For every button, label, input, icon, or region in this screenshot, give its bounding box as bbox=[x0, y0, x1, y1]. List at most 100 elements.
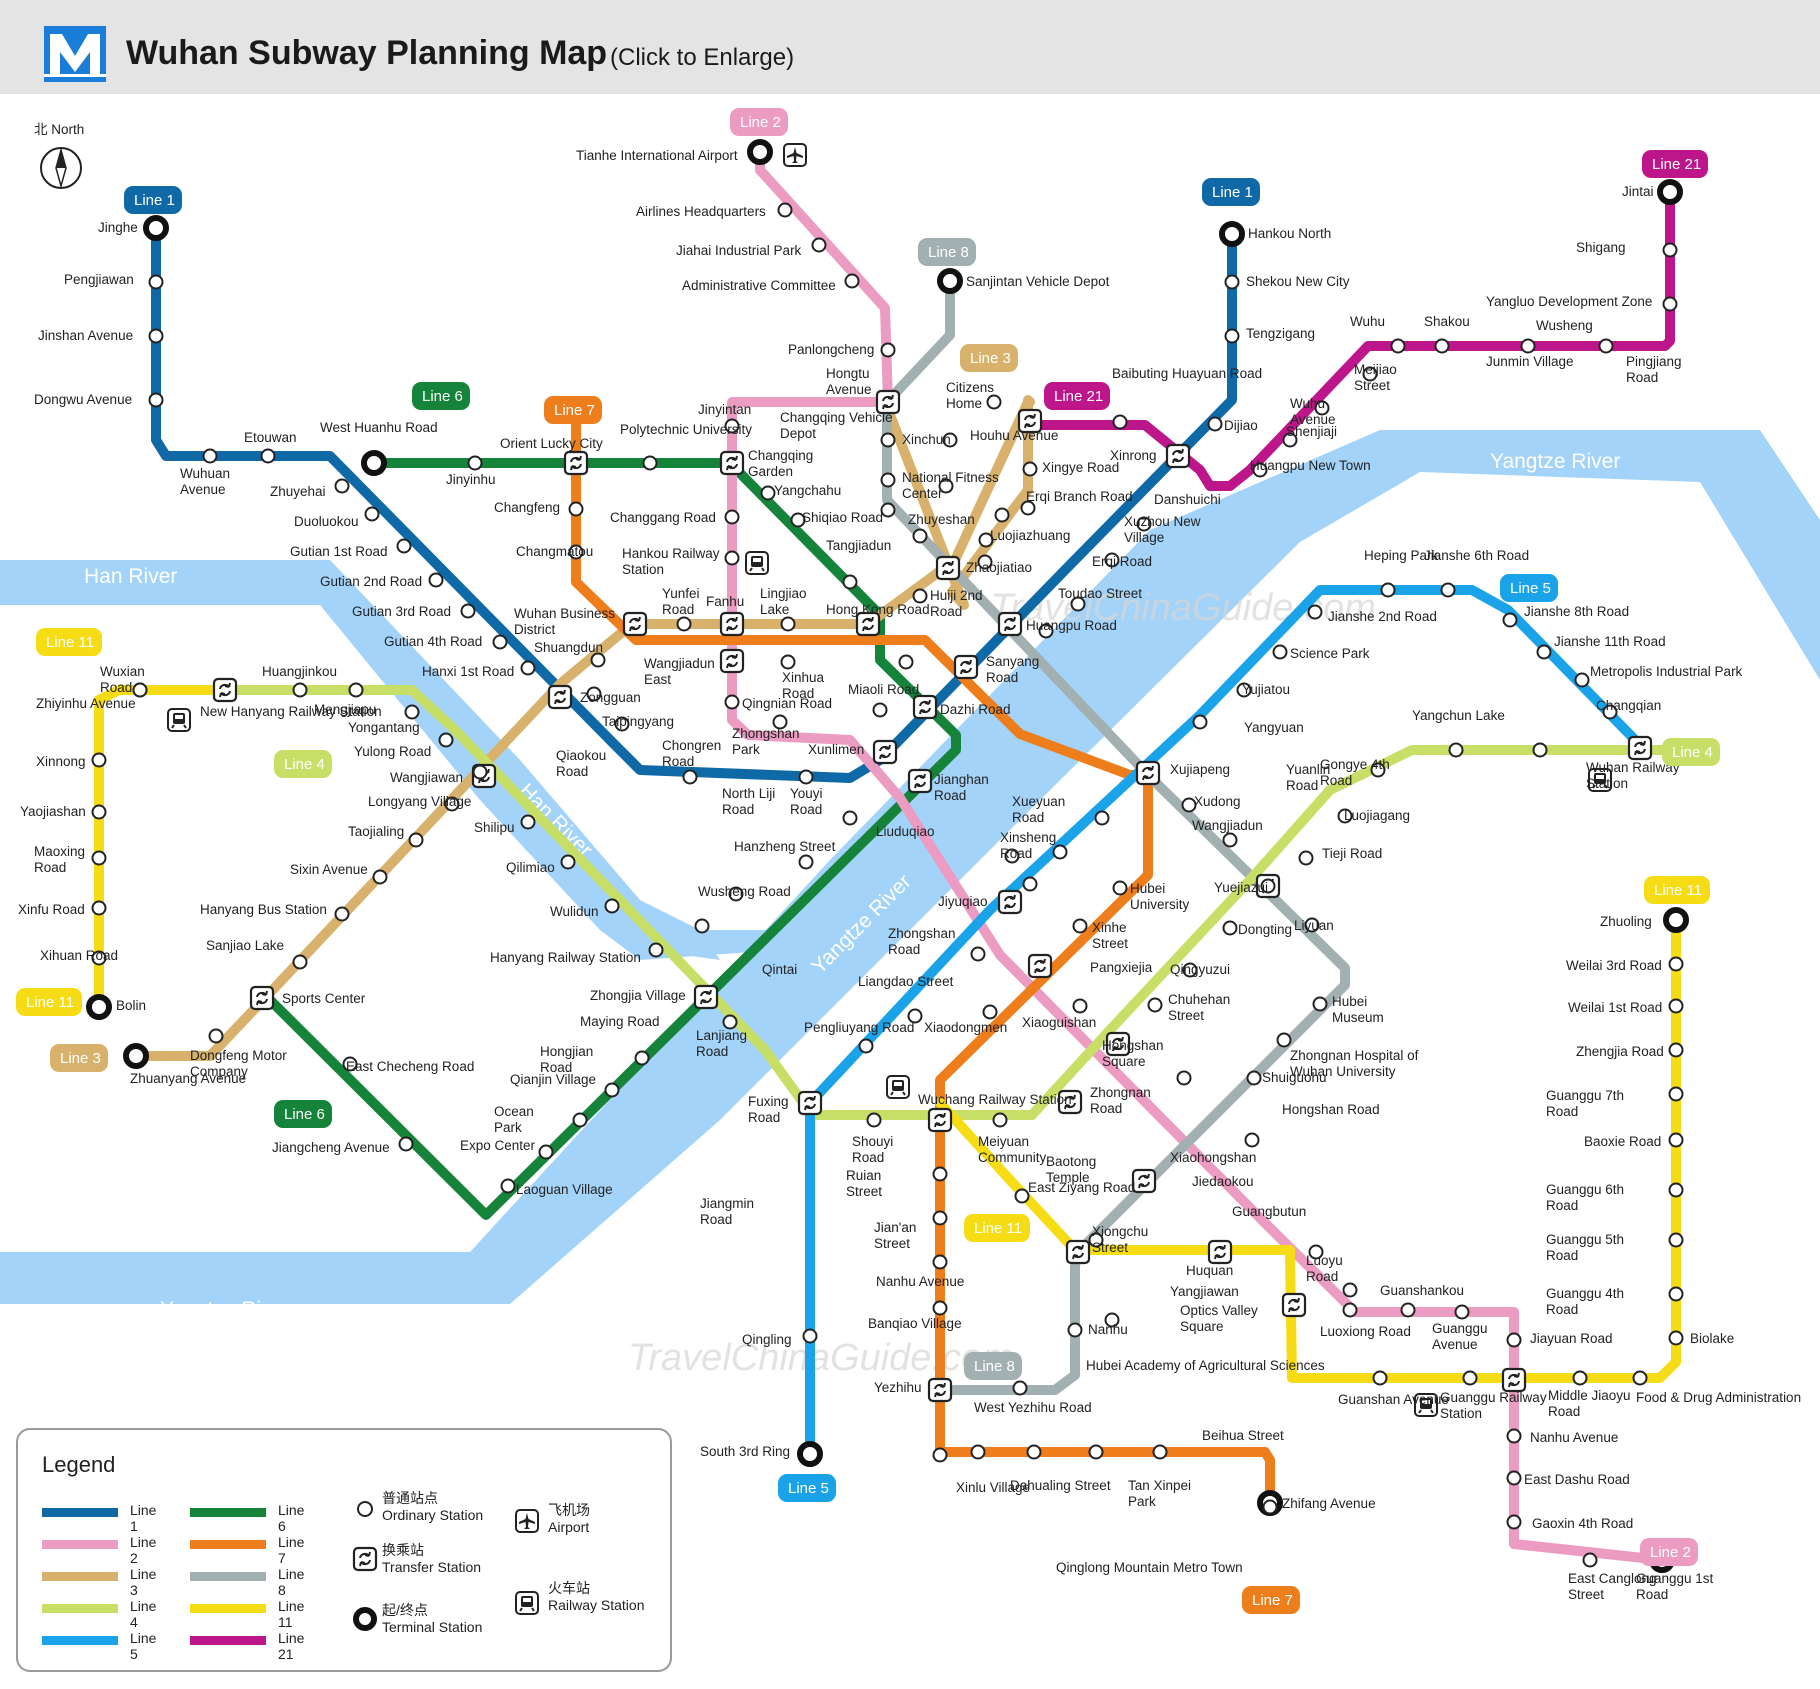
legend-title: Legend bbox=[42, 1452, 116, 1477]
station-label: Huquan bbox=[1186, 1263, 1233, 1278]
station-marker bbox=[1094, 810, 1110, 826]
station-label: Zhuyeshan bbox=[908, 512, 975, 527]
station-label: Changgang Road bbox=[610, 510, 716, 525]
station-marker bbox=[1112, 414, 1128, 430]
station-marker bbox=[880, 472, 896, 488]
station-label: Expo Center bbox=[460, 1138, 536, 1153]
line-tag: Line 11 bbox=[1644, 876, 1710, 904]
station-label: Changqian bbox=[1596, 698, 1661, 713]
station-marker bbox=[780, 654, 796, 670]
line-tag-label: Line 5 bbox=[1510, 580, 1551, 597]
airport-icon bbox=[515, 1509, 539, 1533]
enlarge-link[interactable]: (Click to Enlarge) bbox=[610, 44, 795, 71]
station-marker bbox=[777, 202, 793, 218]
station-label: Yangchahu bbox=[774, 483, 841, 498]
station-label: Miaoli Road bbox=[848, 682, 919, 697]
station-label: Qianjin Village bbox=[510, 1072, 596, 1087]
terminal-marker bbox=[750, 142, 770, 162]
station-label: Liuduqiao bbox=[876, 824, 935, 839]
line-tag: Line 7 bbox=[544, 396, 602, 424]
station-label: Longyang Village bbox=[368, 794, 471, 809]
station-label: Xingye Road bbox=[1042, 460, 1119, 475]
station-label: Guanshan Avenue bbox=[1338, 1392, 1449, 1407]
station-label: Fanhu bbox=[706, 594, 744, 609]
header-bar: Wuhan Subway Planning Map (Click to Enla… bbox=[0, 0, 1820, 94]
station-marker bbox=[560, 854, 576, 870]
station-marker bbox=[844, 273, 860, 289]
line-tag-label: Line 4 bbox=[1672, 744, 1713, 761]
station-label: Guangbutun bbox=[1232, 1204, 1306, 1219]
station-marker bbox=[1668, 956, 1684, 972]
station-label: Yujiatou bbox=[1242, 682, 1290, 697]
rivers bbox=[0, 430, 1820, 1304]
station-marker bbox=[1506, 1514, 1522, 1530]
line-tag-label: Line 11 bbox=[46, 634, 94, 651]
railway-icon bbox=[886, 1075, 910, 1099]
river-label-han-west: Han River bbox=[84, 565, 177, 588]
station-marker bbox=[880, 502, 896, 518]
terminal-marker bbox=[940, 271, 960, 291]
station-label: Xinrong bbox=[1110, 448, 1157, 463]
station-label: Wangjiawan bbox=[390, 770, 463, 785]
station-label: Tieji Road bbox=[1322, 846, 1382, 861]
station-marker bbox=[1536, 644, 1552, 660]
legend-line-swatch bbox=[42, 1572, 118, 1581]
station-label: Pengliuyang Road bbox=[804, 1020, 914, 1035]
station-label: Hanzheng Street bbox=[734, 839, 836, 854]
station-label: Yangluo Development Zone bbox=[1486, 294, 1652, 309]
station-marker bbox=[898, 654, 914, 670]
legend-line-name: Line 3 bbox=[130, 1566, 157, 1598]
station-label: Tangjiadun bbox=[826, 538, 891, 553]
station-label: Zhuanyang Avenue bbox=[130, 1071, 246, 1086]
station-label: Hubei Academy of Agricultural Sciences bbox=[1086, 1358, 1325, 1373]
station-label: Polytechnic University bbox=[620, 422, 752, 437]
station-marker bbox=[932, 1300, 948, 1316]
railway-icon bbox=[167, 708, 191, 732]
station-label: Pengjiawan bbox=[64, 272, 134, 287]
yangtze-river bbox=[0, 430, 1820, 1304]
station-marker bbox=[970, 1444, 986, 1460]
legend-line-swatch bbox=[42, 1636, 118, 1645]
line-tag-label: Line 7 bbox=[554, 402, 595, 419]
station-label: Jinghe bbox=[98, 220, 138, 235]
station-label: Qingnian Road bbox=[742, 696, 832, 711]
station-label: Weilai 3rd Road bbox=[1566, 958, 1662, 973]
station-marker bbox=[1598, 338, 1614, 354]
station-marker bbox=[970, 946, 986, 962]
station-marker bbox=[91, 752, 107, 768]
station-label: Tianhe International Airport bbox=[576, 148, 738, 163]
station-marker bbox=[1022, 461, 1038, 477]
station-label: Jinyinhu bbox=[446, 472, 496, 487]
station-marker bbox=[694, 918, 710, 934]
subway-map[interactable]: TravelChinaGuide.com TravelChinaGuide.co… bbox=[0, 94, 1820, 1689]
station-marker bbox=[1506, 1470, 1522, 1486]
legend-line-swatch bbox=[190, 1508, 266, 1517]
legend-line-name: Line 2 bbox=[130, 1534, 157, 1566]
station-marker bbox=[604, 1082, 620, 1098]
line-tag: Line 2 bbox=[1640, 1538, 1698, 1566]
station-label: Changmatou bbox=[516, 544, 593, 559]
station-marker bbox=[912, 528, 928, 544]
station-marker bbox=[472, 764, 488, 780]
station-marker bbox=[568, 501, 584, 517]
station-marker bbox=[1224, 274, 1240, 290]
station-label: Dahualing Street bbox=[1010, 1478, 1111, 1493]
station-marker bbox=[538, 1144, 554, 1160]
station-marker bbox=[1207, 416, 1223, 432]
station-label: Junmin Village bbox=[1486, 354, 1574, 369]
